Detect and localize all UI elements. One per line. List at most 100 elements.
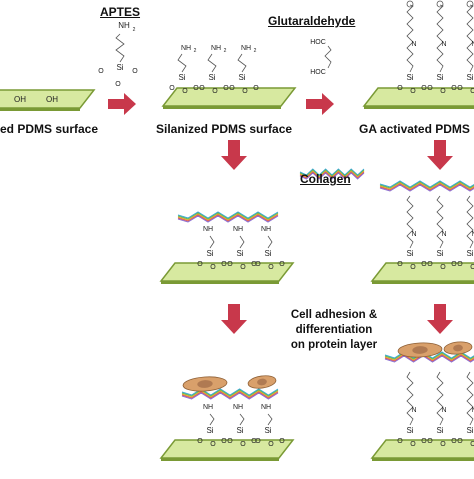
silanized-surface-caption: Silanized PDMS surface [156, 122, 293, 136]
arrow-down-collagen-right [427, 304, 453, 334]
silanized-nh2-3: NH [241, 45, 251, 52]
oxidized-surface-caption: ed PDMS surface [0, 122, 99, 136]
cell-surface-right [370, 439, 474, 459]
oh-label-1: OH [14, 95, 26, 104]
collagen-sample-strand-4 [299, 171, 365, 179]
ga-n-3: N [471, 41, 474, 48]
cell-surface-right-edge [372, 458, 474, 461]
arrow-down-collagen-left [221, 304, 247, 334]
col-anchor-3-o-right: O [279, 261, 285, 268]
arrow-down-ga-activated [427, 140, 453, 170]
aptes-o-left: O [98, 68, 104, 75]
cellR-anchor-2-o-left: O [427, 438, 433, 445]
cell-left-1 [182, 376, 228, 392]
ga-n-2: N [441, 41, 446, 48]
cellL-anchor-2-si: Si [236, 426, 243, 435]
silanized-nh2-sub-3: 2 [254, 48, 257, 54]
cellL-anchor-3-o-right: O [279, 438, 285, 445]
collagen-layer-right-strand-3 [379, 182, 474, 190]
cell-right-2-nucleus [453, 344, 463, 352]
gacol-n-2: N [441, 231, 446, 238]
ga-anchor-2-o-mid: O [440, 88, 446, 95]
ga-anchor-3-o-left: O [457, 85, 463, 92]
ga-activated-surface-caption: GA activated PDMS [359, 122, 470, 136]
col-anchor-1-o-mid: O [210, 264, 216, 271]
silanized-nh2-sub-1: 2 [194, 48, 197, 54]
collagen-sample-strand-3 [299, 170, 365, 178]
silanized-anchor-2-o-left: O [199, 85, 205, 92]
silanized-anchor-3-o-left: O [229, 85, 235, 92]
collagen-layer-left-strand-3 [177, 213, 279, 221]
cellL-chain-2 [239, 413, 245, 426]
collagen-layer-right-strand-5 [379, 184, 474, 192]
col-anchor-3-o-mid: O [268, 264, 274, 271]
ga-anchor-2-o-left: O [427, 85, 433, 92]
ga-anchor-3-si: Si [466, 73, 473, 82]
silanized-surface-edge [163, 106, 281, 109]
cellR-chain-3 [466, 371, 474, 426]
ga-n-1: N [411, 41, 416, 48]
ga-aldehyde-2 [436, 0, 444, 8]
collagen-layer-cells-left-strand-2 [181, 389, 279, 397]
cellL-anchor-3-o-left: O [255, 438, 261, 445]
collagen-layer-left-strand-4 [177, 214, 279, 222]
cellR-anchor-3-o-mid: O [470, 441, 474, 448]
cell-adhesion-line-2: differentiation [295, 324, 373, 336]
collagen-sample-strand-1 [299, 168, 365, 176]
col-anchor-1-o-left: O [197, 261, 203, 268]
collagen-layer-right-strand-4 [379, 183, 474, 191]
ga-hoc-top: HOC [310, 39, 326, 46]
ga-chain-1 [406, 4, 414, 73]
ga-chain-3 [466, 4, 474, 73]
silanized-chain-3 [237, 53, 247, 73]
cell-right-2 [443, 341, 473, 355]
gacol-n-1: N [411, 231, 416, 238]
gacol-anchor-2-o-left: O [427, 261, 433, 268]
cellL-anchor-1-o-mid: O [210, 441, 216, 448]
gacol-anchor-3-o-left: O [457, 261, 463, 268]
cellR-anchor-1-o-left: O [397, 438, 403, 445]
gacol-anchor-1-o-mid: O [410, 264, 416, 271]
cellL-nh-2: NH [233, 404, 243, 411]
ga-anchor-1-o-left: O [397, 85, 403, 92]
cell-left-2 [247, 375, 277, 389]
ga-anchor-3-o-mid: O [470, 88, 474, 95]
ga-chain-2 [436, 4, 444, 73]
silanized-chain-2 [207, 53, 217, 73]
cellL-anchor-2-o-left: O [227, 438, 233, 445]
silanized-chain-1 [177, 53, 187, 73]
cellL-chain-1 [209, 413, 215, 426]
cellR-anchor-2-o-mid: O [440, 441, 446, 448]
collagen-layer-left-strand-1 [177, 211, 279, 219]
col-anchor-1-o-right: O [221, 261, 227, 268]
ga-aldehyde-1 [406, 0, 414, 8]
col-nh-3: NH [261, 226, 271, 233]
aptes-o-right: O [132, 68, 138, 75]
cellL-anchor-1-o-left: O [197, 438, 203, 445]
cellR-anchor-2-si: Si [436, 426, 443, 435]
aptes-nh2-sub: 2 [133, 27, 136, 33]
gacol-anchor-1-o-right: O [421, 261, 427, 268]
collagen-surface-edge [161, 281, 279, 284]
ga-activated-surface-edge [364, 106, 474, 109]
silanized-anchor-2-o-right: O [223, 85, 229, 92]
cellL-anchor-1-si: Si [206, 426, 213, 435]
cellR-anchor-1-o-mid: O [410, 441, 416, 448]
col-anchor-3-o-left: O [255, 261, 261, 268]
ga-hoc-bottom: HOC [310, 69, 326, 76]
collagen-layer-cells-right-strand-2 [384, 352, 474, 360]
silanized-anchor-1-o-right: O [193, 85, 199, 92]
silanized-anchor-2-si: Si [208, 73, 215, 82]
cellR-anchor-3-si: Si [466, 426, 473, 435]
ga-anchor-2-o-right: O [451, 85, 457, 92]
col-anchor-1-si: Si [206, 249, 213, 258]
cellR-chain-2 [436, 371, 444, 426]
gacol-anchor-1-o-left: O [397, 261, 403, 268]
cell-left-2-nucleus [257, 378, 267, 386]
cellR-n-3: N [471, 407, 474, 414]
col-anchor-2-o-right: O [251, 261, 257, 268]
cellR-anchor-3-o-left: O [457, 438, 463, 445]
gacol-chain-3 [466, 195, 474, 249]
